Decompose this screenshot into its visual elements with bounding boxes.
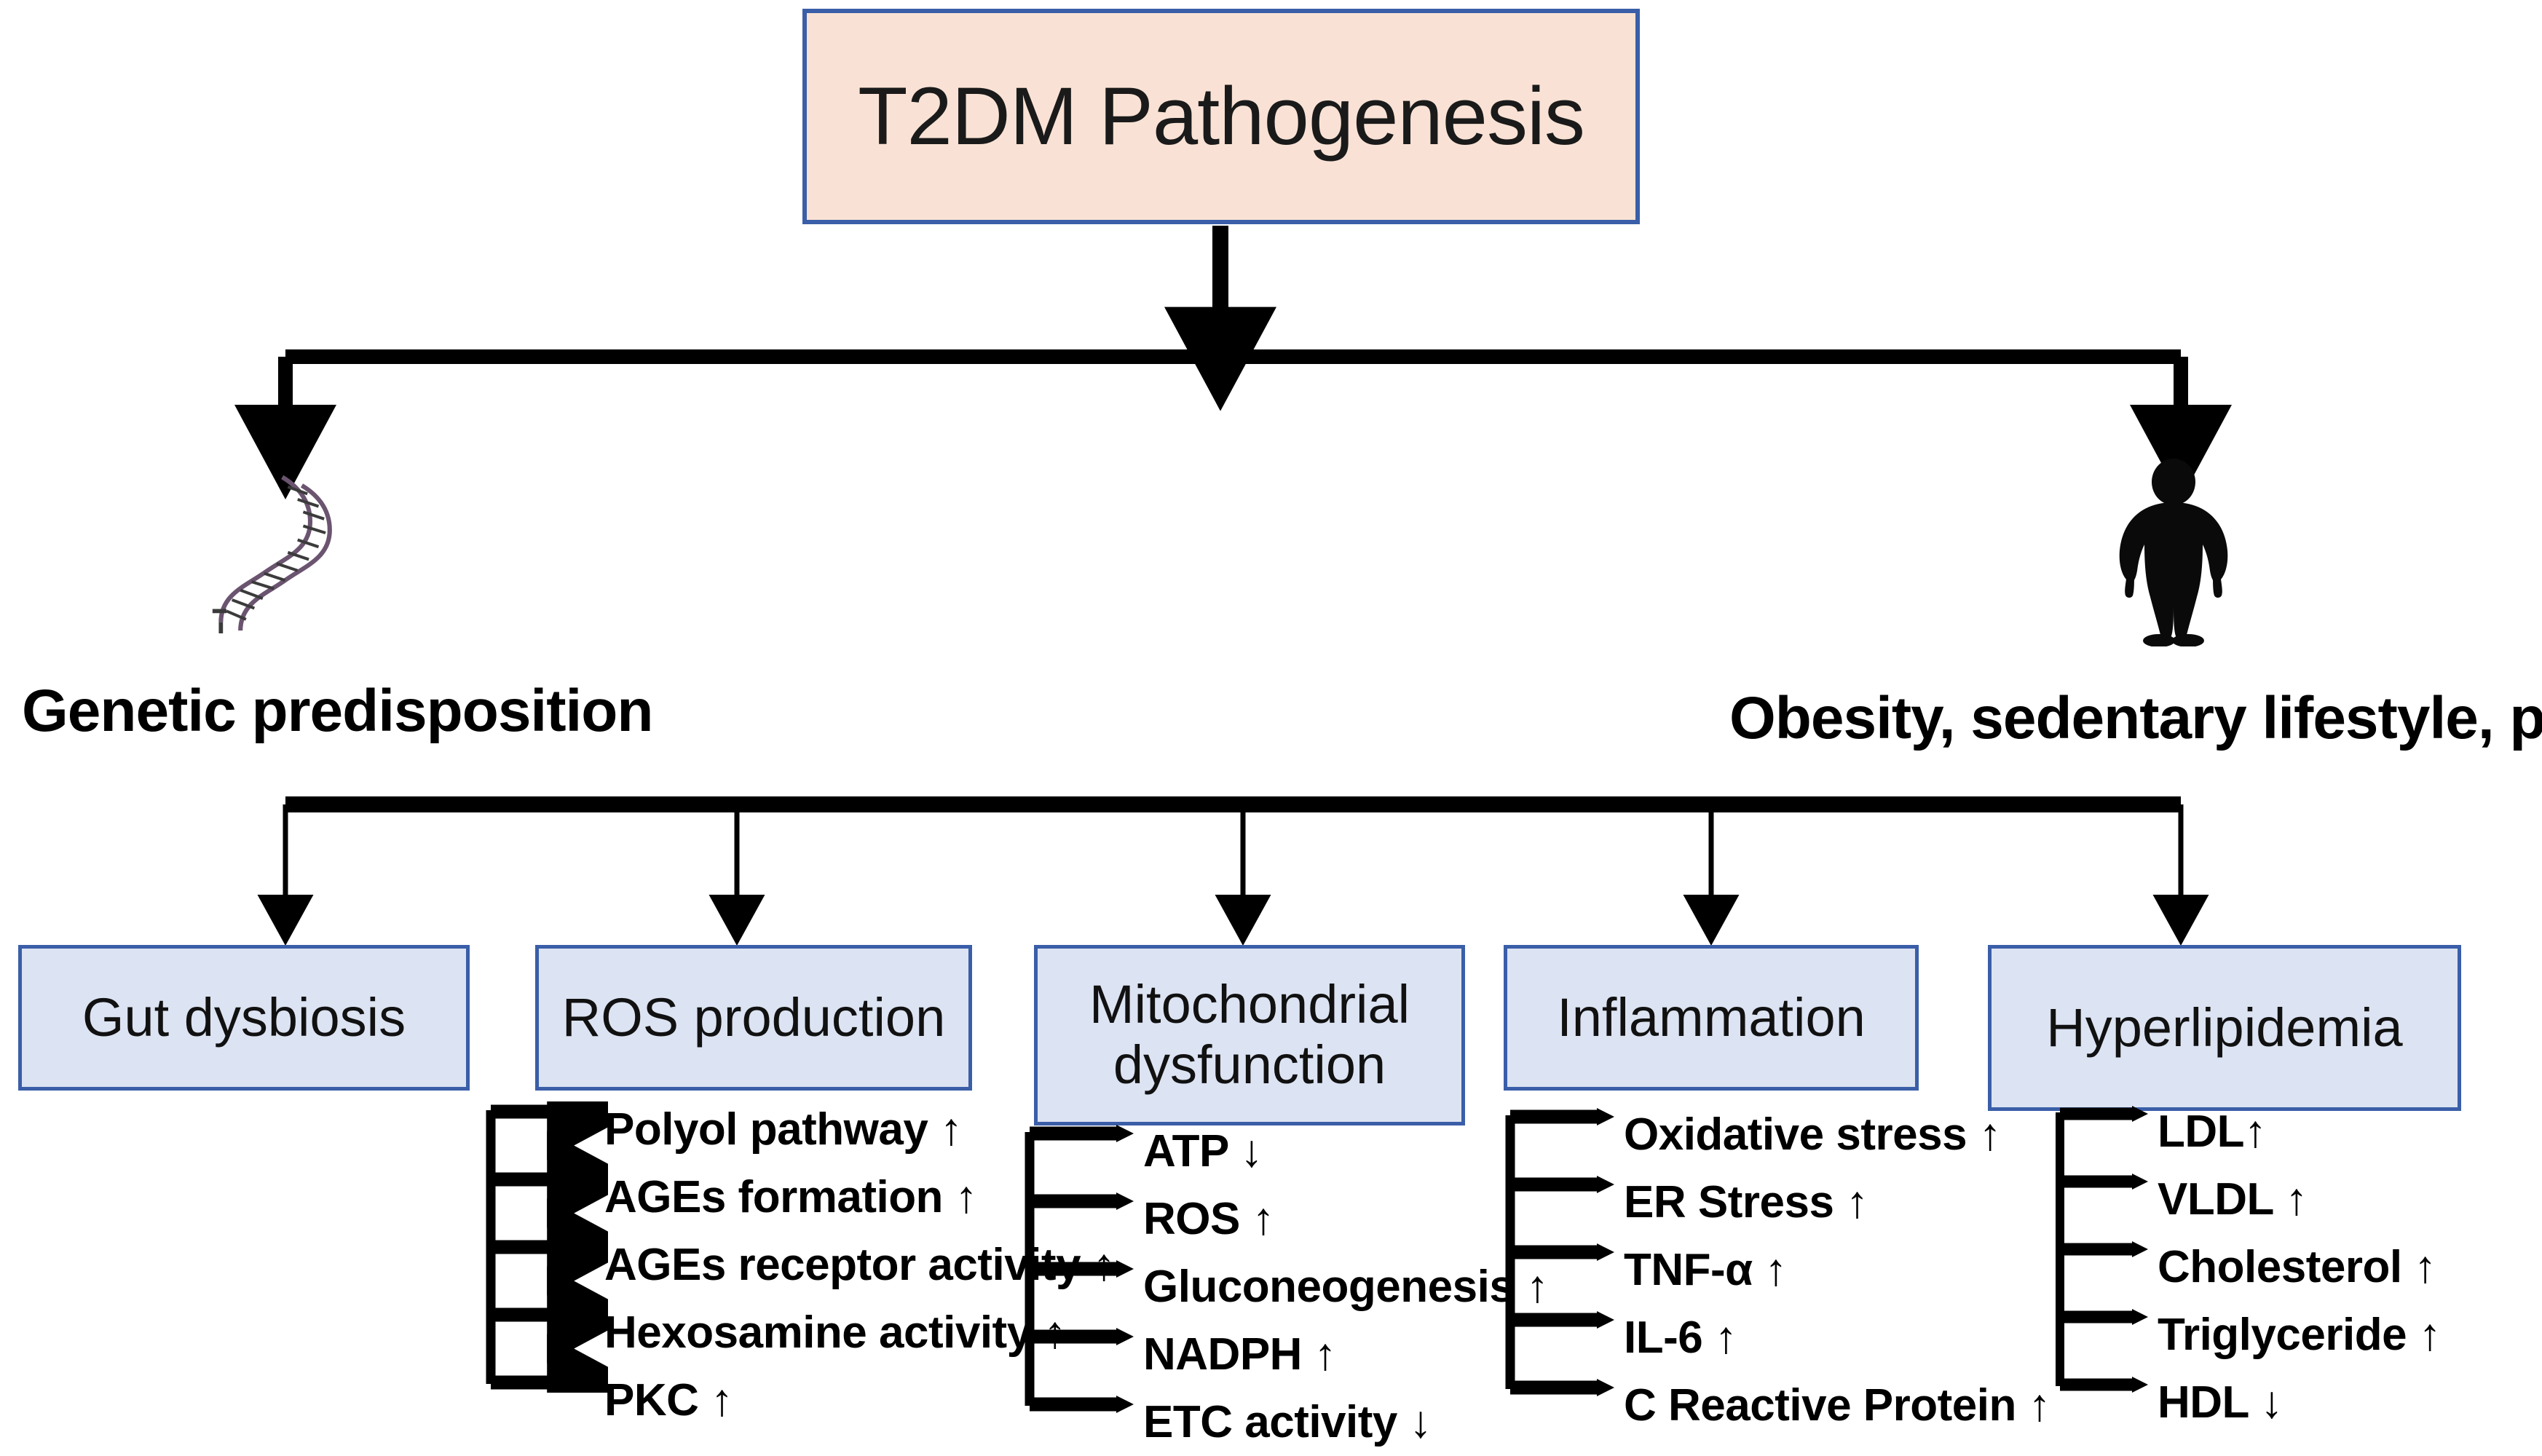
detail-item: AGEs formation ↑ bbox=[604, 1171, 978, 1222]
dna-helix-icon bbox=[189, 466, 364, 633]
title-box: T2DM Pathogenesis bbox=[802, 9, 1640, 224]
detail-item: Cholesterol ↑ bbox=[2158, 1241, 2436, 1292]
detail-item: Triglyceride ↑ bbox=[2158, 1309, 2442, 1360]
detail-item: ETC activity ↓ bbox=[1143, 1396, 1432, 1447]
detail-item: Hexosamine activity ↑ bbox=[604, 1307, 1066, 1358]
outcome-box-label: Gut dysbiosis bbox=[82, 986, 406, 1048]
bracket-arrows-icon bbox=[486, 1101, 608, 1393]
outcome-box-label: Inflammation bbox=[1557, 986, 1866, 1048]
outcome-box-inflammation[interactable]: Inflammation bbox=[1504, 945, 1919, 1091]
detail-item: ATP ↓ bbox=[1143, 1125, 1263, 1176]
detail-item: ROS ↑ bbox=[1143, 1193, 1275, 1244]
outcome-box-mitochondrial-dysfunction[interactable]: Mitochondrial dysfunction bbox=[1034, 945, 1465, 1125]
page-title: T2DM Pathogenesis bbox=[858, 71, 1585, 162]
detail-item: LDL↑ bbox=[2158, 1106, 2267, 1157]
bracket-arrows-icon bbox=[1505, 1108, 1614, 1396]
outcome-box-label: Hyperlipidemia bbox=[2046, 997, 2403, 1058]
detail-item: Polyol pathway ↑ bbox=[604, 1104, 963, 1155]
detail-item: C Reactive Protein ↑ bbox=[1624, 1380, 2051, 1431]
obese-person-icon bbox=[2083, 457, 2265, 647]
detail-item: VLDL ↑ bbox=[2158, 1174, 2308, 1224]
outcome-box-gut-dysbiosis[interactable]: Gut dysbiosis bbox=[18, 945, 470, 1091]
branch-label-obesity: Obesity, sedentary lifestyle, poor diet bbox=[1729, 685, 2542, 751]
detail-item: Gluconeogenesis ↑ bbox=[1143, 1261, 1549, 1312]
detail-item: PKC ↑ bbox=[604, 1374, 733, 1425]
detail-item: HDL ↓ bbox=[2158, 1377, 2284, 1428]
detail-item: Oxidative stress ↑ bbox=[1624, 1109, 2002, 1160]
detail-item: ER Stress ↑ bbox=[1624, 1176, 1868, 1227]
bracket-arrows-icon bbox=[1025, 1125, 1134, 1413]
outcome-box-label: Mitochondrial dysfunction bbox=[1089, 974, 1410, 1095]
outcome-box-label: ROS production bbox=[561, 986, 946, 1048]
outcome-box-hyperlipidemia[interactable]: Hyperlipidemia bbox=[1988, 945, 2461, 1111]
detail-item: TNF-α ↑ bbox=[1624, 1244, 1788, 1295]
bracket-arrows-icon bbox=[2056, 1106, 2148, 1393]
detail-item: IL-6 ↑ bbox=[1624, 1312, 1737, 1363]
branch-label-genetic: Genetic predisposition bbox=[22, 678, 653, 744]
outcome-box-ros-production[interactable]: ROS production bbox=[535, 945, 972, 1091]
detail-item: NADPH ↑ bbox=[1143, 1329, 1337, 1380]
